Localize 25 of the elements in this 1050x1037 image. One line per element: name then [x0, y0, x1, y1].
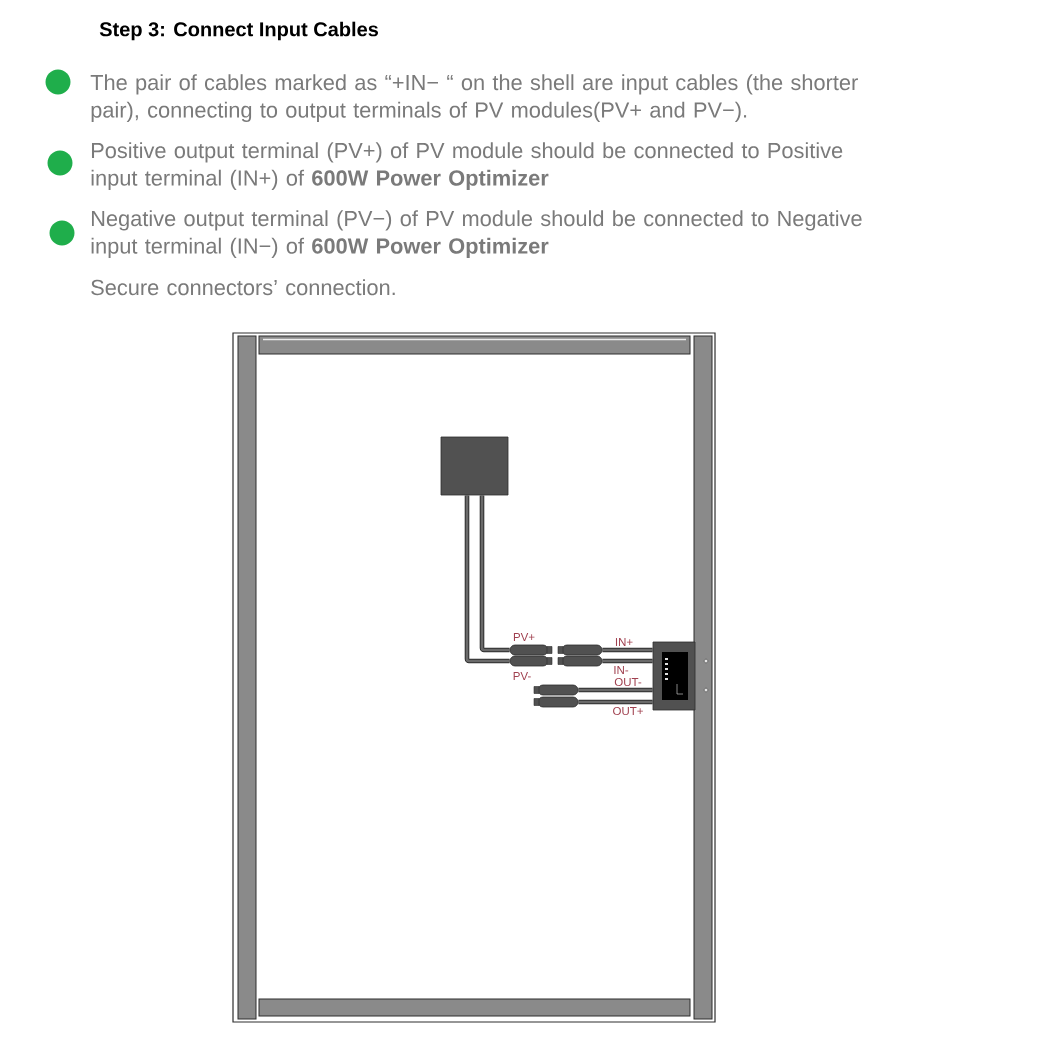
connector-plug — [533, 696, 579, 708]
terminal-label: OUT+ — [613, 706, 643, 716]
cable — [464, 495, 510, 664]
terminal-label: IN- — [614, 666, 629, 674]
instruction-text: Secure connectors’ connection. — [91, 279, 395, 296]
instruction-text: Negative output terminal (PV−) of PV module should be connected to Negative input terminal (IN−) of 600W Power Optimizer — [91, 210, 862, 258]
connector-plug — [557, 644, 603, 656]
cable — [578, 687, 653, 693]
optimizer-box — [652, 641, 696, 711]
terminal-label: PV- — [513, 672, 531, 680]
connector-plug — [533, 684, 579, 696]
cable — [602, 658, 653, 664]
instruction-text: Positive output terminal (PV+) of PV module should be connected to Positive input terminal (IN+) of 600W Power Optimizer — [91, 142, 843, 190]
cable — [602, 647, 653, 653]
cable — [578, 699, 653, 705]
title: Step 3: Connect Input Cables — [99, 21, 379, 41]
connector-plug — [557, 655, 603, 667]
terminal-label: IN+ — [615, 638, 633, 646]
terminal-label: PV+ — [513, 633, 535, 641]
junction-box — [440, 436, 509, 496]
connector-plug — [509, 655, 553, 667]
connector-plug — [509, 644, 553, 656]
terminal-label: OUT- — [614, 677, 642, 687]
instruction-text: The pair of cables marked as “+IN− “ on the shell are input cables (the shorter pair), connecting to output terminals of PV modules(PV+ and PV−). — [90, 74, 858, 122]
cable — [479, 495, 510, 653]
